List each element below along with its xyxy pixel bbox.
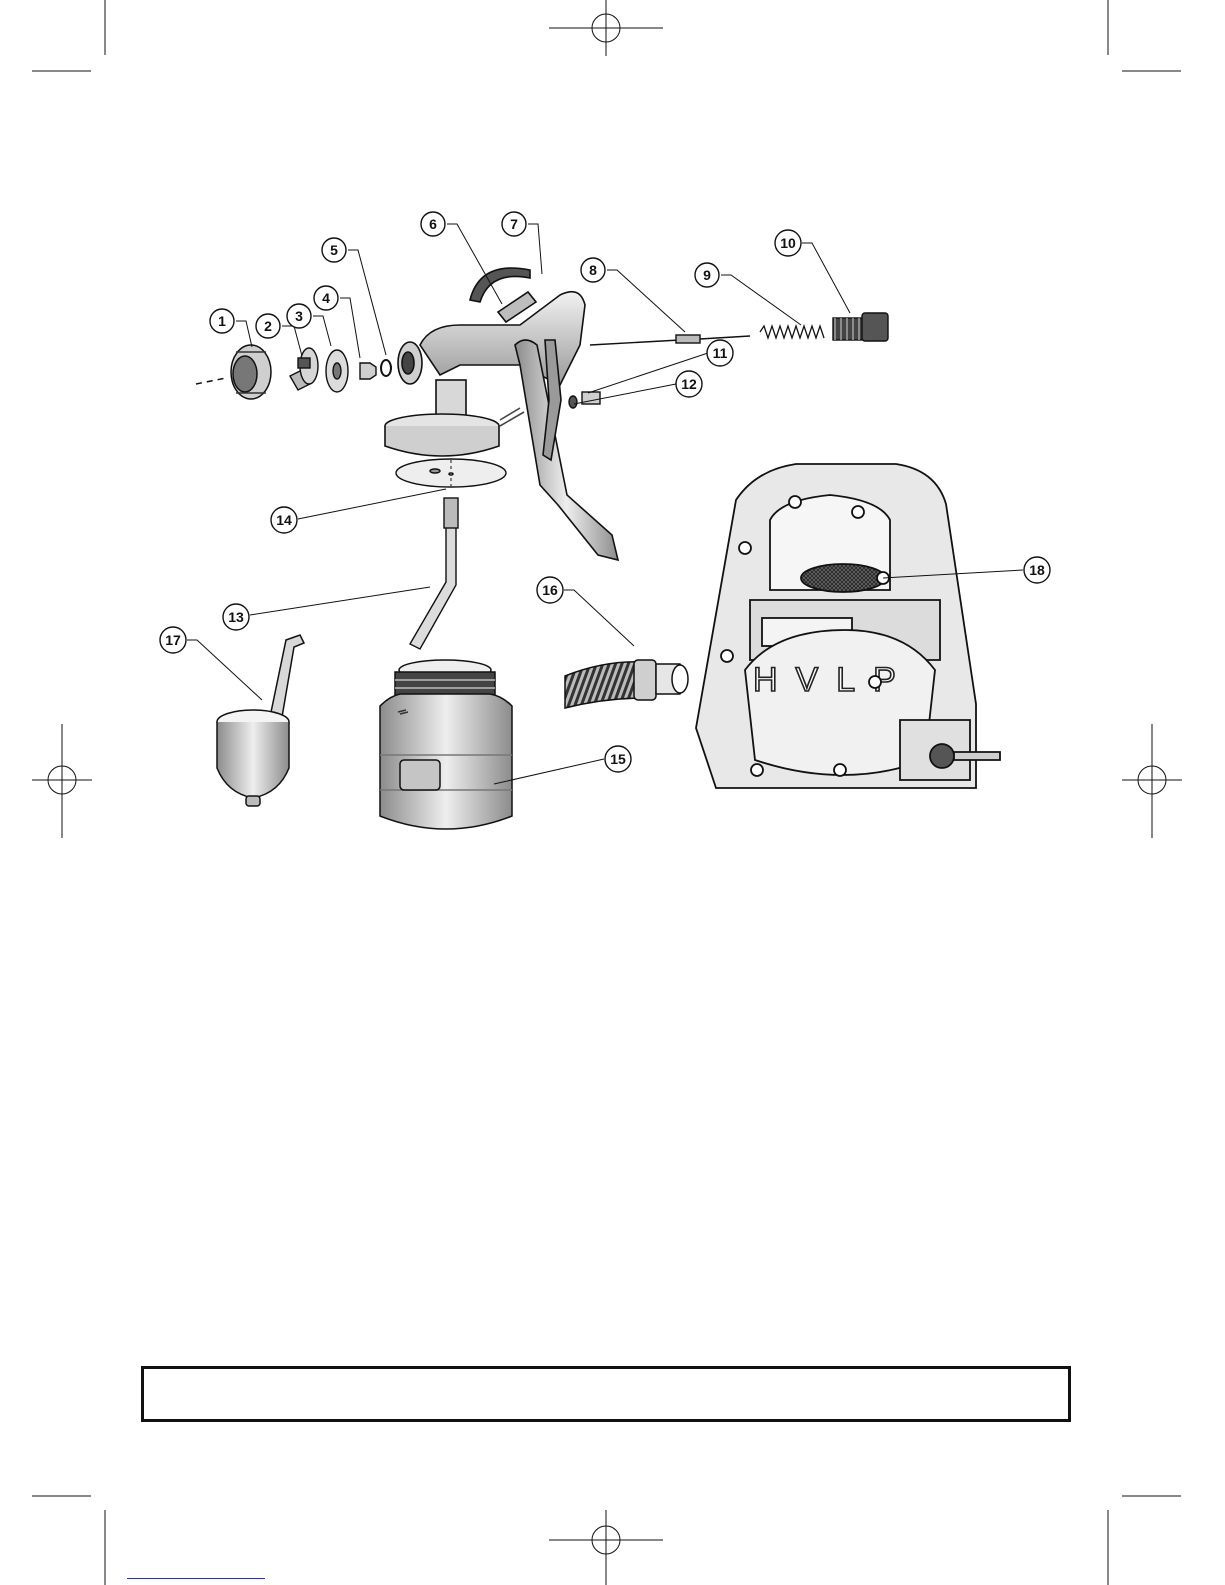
svg-text:13: 13 (228, 609, 244, 625)
svg-text:16: 16 (542, 582, 558, 598)
part-13-suction-tube (410, 498, 458, 649)
svg-text:14: 14 (276, 512, 292, 528)
callout-15: 15 (605, 746, 631, 772)
part-4-nozzle (360, 363, 376, 379)
svg-text:9: 9 (703, 267, 711, 283)
callout-1: 1 (210, 309, 234, 333)
callout-6: 6 (421, 212, 445, 236)
callout-3: 3 (287, 304, 311, 328)
callout-2: 2 (256, 314, 280, 338)
callout-4: 4 (314, 286, 338, 310)
crop-marks (32, 0, 1181, 1585)
link-underline (127, 1578, 265, 1579)
svg-text:8: 8 (589, 262, 597, 278)
registration-crosshair-icon (549, 1510, 663, 1585)
callout-16: 16 (537, 577, 563, 603)
hvlp-logo: HVLP (753, 661, 914, 699)
registration-crosshair-icon (549, 0, 663, 56)
callout-13: 13 (223, 604, 249, 630)
svg-text:17: 17 (165, 632, 181, 648)
svg-text:10: 10 (780, 235, 796, 251)
part-12-seal (569, 396, 577, 408)
spray-gun-body (385, 268, 618, 560)
svg-text:18: 18 (1029, 562, 1045, 578)
callout-5: 5 (322, 238, 346, 262)
part-10-adjustment-knob (833, 313, 888, 341)
callout-18: 18 (1024, 557, 1050, 583)
callout-10: 10 (775, 230, 801, 256)
part-16-hose (565, 660, 688, 708)
callout-14: 14 (271, 507, 297, 533)
svg-text:5: 5 (330, 242, 338, 258)
svg-text:4: 4 (322, 290, 330, 306)
part-15-container (380, 660, 512, 829)
callout-17: 17 (160, 627, 186, 653)
part-18-turbine-unit: HVLP (696, 464, 1000, 788)
svg-text:6: 6 (429, 216, 437, 232)
callout-8: 8 (581, 258, 605, 282)
registration-crosshair-icon (1122, 724, 1182, 838)
callout-7: 7 (502, 212, 526, 236)
empty-caption-box (141, 1366, 1071, 1422)
callout-12: 12 (676, 371, 702, 397)
part-3-nozzle-disk (326, 350, 348, 392)
part-5-o-ring (381, 360, 391, 376)
svg-text:11: 11 (713, 345, 728, 361)
part-14-filter-disk (396, 459, 506, 487)
part-17-viscosity-cup (217, 635, 304, 806)
svg-text:2: 2 (264, 318, 272, 334)
svg-text:15: 15 (610, 751, 626, 767)
part-9-spring (760, 326, 824, 338)
callout-9: 9 (695, 263, 719, 287)
part-2-spray-tip (290, 348, 318, 390)
svg-text:3: 3 (295, 308, 303, 324)
svg-text:1: 1 (218, 313, 226, 329)
part-1-air-cap-ring (196, 345, 271, 399)
registration-crosshair-icon (32, 724, 92, 838)
svg-text:12: 12 (681, 376, 697, 392)
svg-text:7: 7 (510, 216, 518, 232)
callout-11: 11 (707, 340, 733, 366)
